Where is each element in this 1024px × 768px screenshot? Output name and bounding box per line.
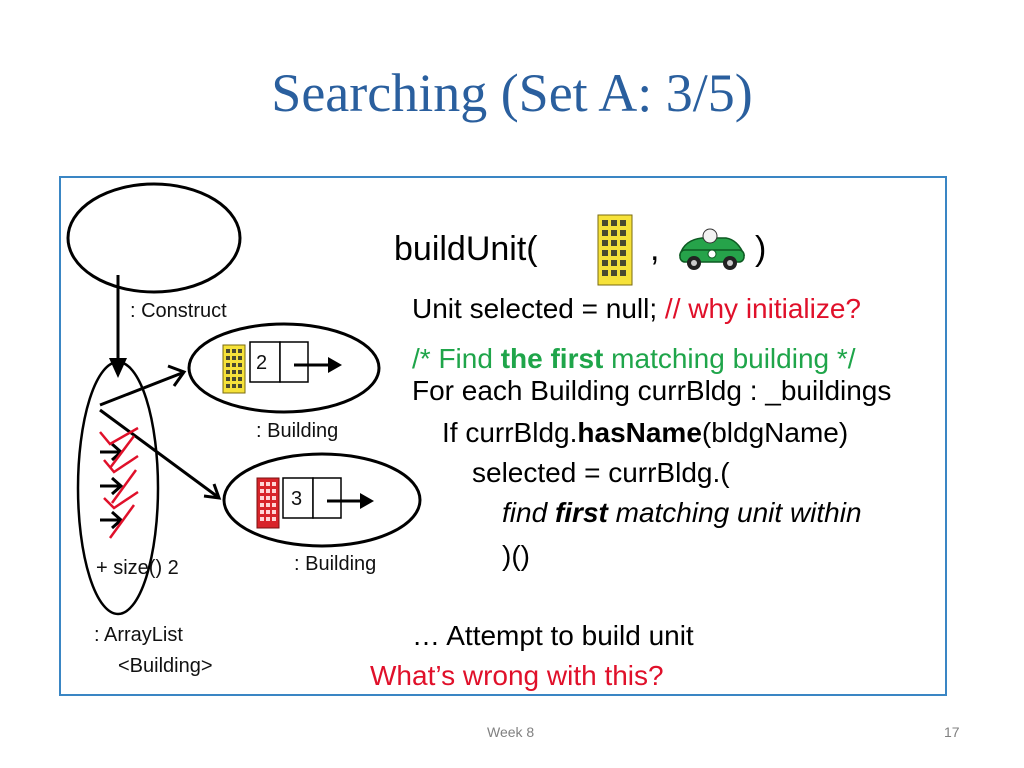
find-part1: find [502, 497, 555, 528]
diagram-frame [59, 176, 947, 696]
arraylist-ellipse [76, 360, 160, 616]
building-1-pointer-head [328, 357, 342, 373]
find-bold: first [554, 497, 608, 528]
selected-line: selected = currBldg.( [472, 457, 730, 488]
attempt-line: … Attempt to build unit [412, 620, 694, 651]
arraylist-arrow-2 [99, 408, 219, 499]
construct-label: : Construct [130, 300, 227, 322]
find-first-comment: /* Find the first matching building */ [412, 343, 856, 375]
building-1-box-b [279, 341, 309, 383]
arraylist-arrowhead-1 [167, 364, 187, 387]
yellow-building-icon-windows [602, 220, 626, 276]
arraylist-small-arrows [100, 442, 124, 530]
close-parens-line: )() [502, 540, 530, 571]
building-2-ellipse [222, 452, 422, 548]
if-bold: hasName [577, 417, 702, 448]
size-label: + size() 2 [96, 557, 179, 579]
find-part2: matching unit within [607, 497, 862, 528]
building-2-label: : Building [294, 553, 377, 575]
comment-bold: the first [500, 343, 604, 374]
construct-ellipse [66, 182, 242, 294]
footer-week: Week 8 [487, 724, 535, 740]
arraylist-arrow-1 [99, 371, 183, 407]
build-unit-close: ) [755, 230, 767, 268]
building-2-windows [260, 482, 276, 521]
line-unit-selected: Unit selected = null; // why initialize? [412, 293, 861, 325]
arraylist-type-label: <Building> [118, 655, 213, 677]
find-line: find first matching unit within [502, 497, 862, 529]
build-unit-open: buildUnit( [394, 230, 538, 268]
arraylist-arrowhead-2 [203, 483, 222, 500]
building-2-box-a [282, 477, 314, 519]
if-line: If currBldg.hasName(bldgName) [442, 417, 848, 449]
build-unit-comma: , [650, 230, 660, 268]
comment-part1: /* Find [412, 343, 501, 374]
building-1-value: 2 [256, 352, 268, 374]
for-each-line: For each Building currBldg : _buildings [412, 375, 892, 406]
if-prefix: If currBldg. [442, 417, 578, 448]
arraylist-label: : ArrayList [94, 624, 183, 646]
comment-part2: matching building */ [603, 343, 856, 374]
building-2-value: 3 [291, 488, 303, 510]
building-1-ellipse [187, 322, 381, 414]
red-check-marks [99, 426, 139, 539]
page-number: 17 [944, 724, 960, 740]
if-suffix: (bldgName) [701, 417, 849, 448]
unit-selected-text: Unit selected = null; [412, 293, 658, 324]
green-car-icon [679, 228, 746, 270]
building-1-label: : Building [256, 420, 339, 442]
building-1-windows [226, 349, 242, 388]
building-2-pointer-head [360, 493, 374, 509]
building-2-box-b [312, 477, 342, 519]
slide-title: Searching (Set A: 3/5) [271, 63, 753, 123]
whats-wrong-line: What’s wrong with this? [370, 660, 664, 691]
why-initialize-comment: // why initialize? [664, 293, 862, 324]
